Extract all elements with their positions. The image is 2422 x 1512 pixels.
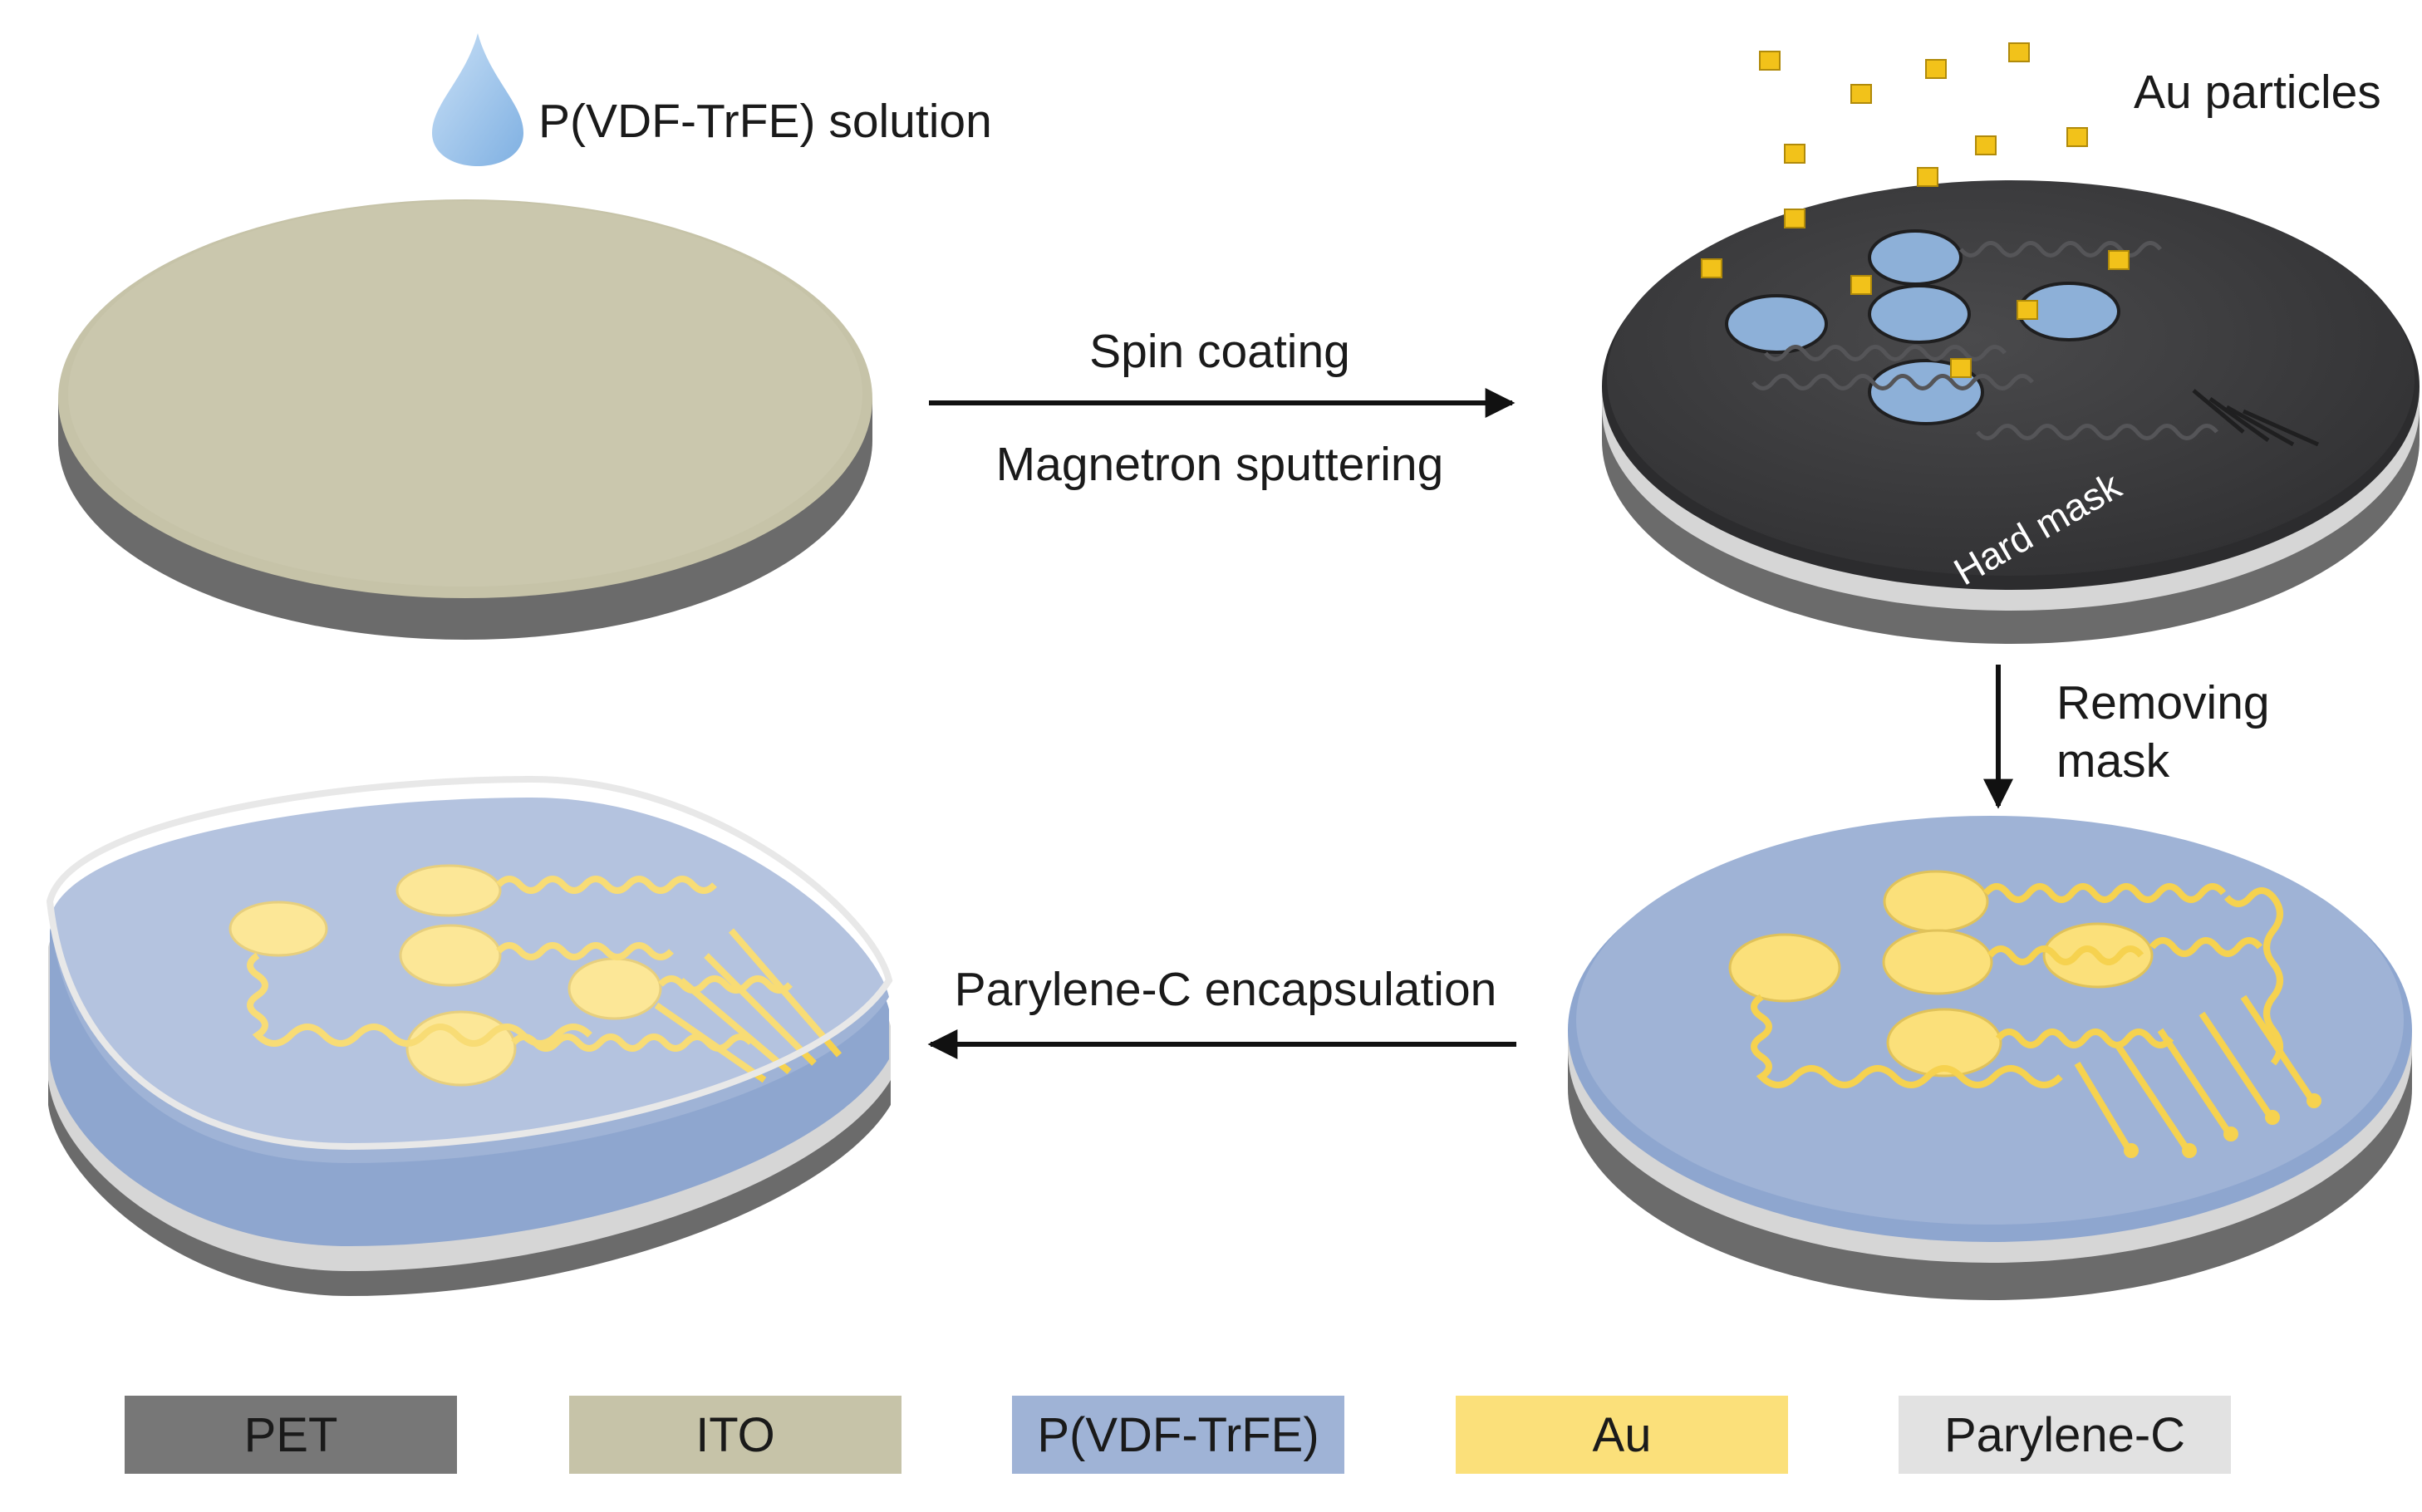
encapsulation-label: Parylene-C encapsulation — [955, 963, 1497, 1016]
encapsulated-interconnects — [247, 876, 843, 1083]
patterned-device — [1568, 816, 2412, 1300]
legend-ito: ITO — [569, 1396, 901, 1474]
encapsulated-device — [46, 775, 893, 1296]
legend-pet-label: PET — [243, 1407, 338, 1462]
au-pads — [2124, 1093, 2321, 1158]
legend-parylene: Parylene-C — [1899, 1396, 2231, 1474]
masked-substrate — [1602, 180, 2420, 644]
mask-holes — [1725, 229, 2120, 425]
legend-pvdf: P(VDF-TrFE) — [1012, 1396, 1344, 1474]
legend-pvdf-label: P(VDF-TrFE) — [1037, 1407, 1319, 1462]
au-particles — [1701, 42, 2130, 378]
ito-pet-substrate — [58, 199, 872, 640]
droplet-icon — [432, 33, 523, 166]
au-electrodes — [1728, 870, 2154, 1078]
removing-label-2: mask — [2056, 734, 2170, 788]
au-interconnects — [1751, 883, 2313, 1149]
legend-pet: PET — [125, 1396, 457, 1474]
legend-au-label: Au — [1592, 1407, 1652, 1462]
sputtering-label: Magnetron sputtering — [996, 438, 1444, 491]
material-legend: PET ITO P(VDF-TrFE) Au Parylene-C — [0, 1396, 2422, 1479]
legend-parylene-label: Parylene-C — [1943, 1407, 2186, 1462]
au-particles-label: Au particles — [2134, 66, 2381, 119]
legend-au: Au — [1456, 1396, 1788, 1474]
spin-coating-label: Spin coating — [1089, 325, 1350, 378]
legend-ito-label: ITO — [695, 1407, 775, 1462]
mask-lead-lines — [2192, 389, 2320, 447]
solution-label: P(VDF-TrFE) solution — [538, 95, 992, 148]
removing-label-1: Removing — [2056, 676, 2270, 729]
